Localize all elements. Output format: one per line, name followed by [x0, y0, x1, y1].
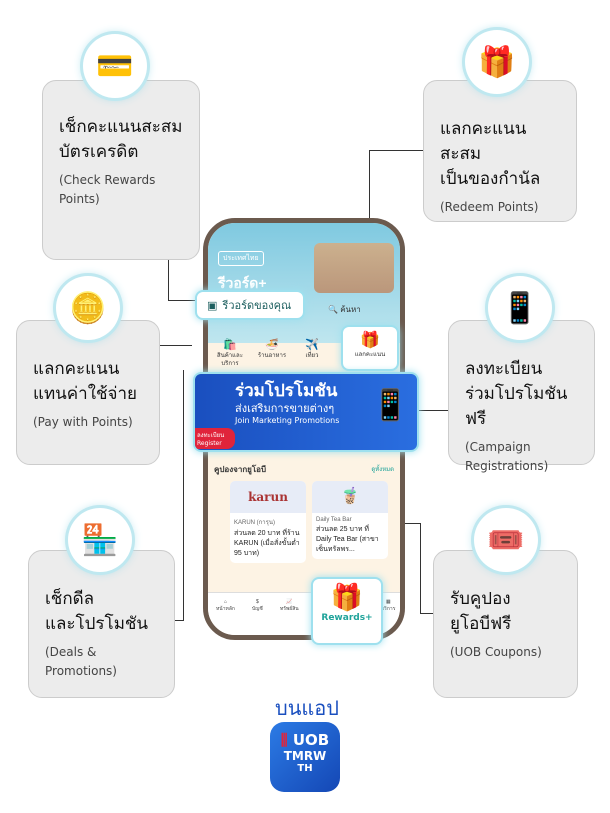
category-label: สินค้าและบริการ	[217, 353, 243, 367]
feature-title: และโปรโมชัน	[45, 614, 149, 634]
category-travel[interactable]: ✈️ เที่ยว	[292, 339, 332, 360]
app-title: รีวอร์ด+	[218, 275, 267, 291]
search-label: ค้นหา	[340, 305, 361, 314]
coupon-brand: KARUN (การุน)	[234, 520, 275, 526]
uob-tmrw-app-icon[interactable]: ⫼ UOB TMRW TH	[270, 722, 340, 792]
app-header: ประเทศไทย รีวอร์ด+	[208, 223, 400, 343]
feature-title: เช็กดีล	[45, 589, 95, 609]
nav-home[interactable]: ⌂หน้าหลัก	[216, 599, 235, 612]
logo-uob: UOB	[292, 731, 330, 749]
coupon-card[interactable]: 🧋 Daily Tea Bar ส่วนลด 25 บาท ที่ Daily …	[312, 481, 388, 559]
banner-subtitle: ส่งเสริมการขายต่างๆ	[235, 402, 335, 415]
feature-title: ยูโอบีฟรี	[450, 614, 512, 634]
redeem-category-button[interactable]: 🎁 แลกคะแนน	[341, 325, 399, 371]
feature-title: ร่วมโปรโมชันฟรี	[465, 384, 568, 429]
feature-check-rewards: เช็กคะแนนสะสม บัตรเครดิต (Check Rewards …	[42, 80, 200, 260]
category-food[interactable]: 🍜 ร้านอาหาร	[252, 339, 292, 360]
shopping-bag-icon: 🛍️	[223, 339, 237, 351]
coupon-logo: karun	[230, 481, 306, 513]
logo-th: TH	[297, 763, 313, 774]
feature-title: บัตรเครดิต	[59, 142, 139, 162]
nav-label: ทรัพย์สิน	[280, 606, 299, 612]
airplane-icon: ✈️	[305, 339, 319, 351]
nav-accounts[interactable]: $บัญชี	[252, 599, 263, 612]
connector-line	[168, 300, 198, 301]
logo-tmrw: TMRW	[283, 749, 327, 763]
coin-pay-icon: 🪙	[56, 276, 120, 340]
search-button[interactable]: 🔍 ค้นหา	[328, 305, 361, 314]
nav-label: บัญชี	[252, 606, 263, 612]
connector-line	[175, 620, 184, 621]
feature-subtitle: (Check Rewards Points)	[59, 173, 156, 206]
coupon-desc: ส่วนลด 20 บาท ที่ร้าน KARUN (เมื่อสั่งขั…	[234, 530, 300, 557]
register-button[interactable]: ลงทะเบียน Register	[195, 428, 235, 449]
banner-english: Join Marketing Promotions	[235, 416, 340, 425]
nav-wealth[interactable]: 📈ทรัพย์สิน	[280, 599, 299, 612]
category-label: ร้านอาหาร	[257, 353, 287, 359]
coupons-title: คูปองจากยูโอบี	[214, 465, 267, 474]
feature-subtitle: (Campaign Registrations)	[465, 440, 549, 473]
city-skyline-image	[314, 243, 394, 293]
connector-line	[390, 523, 420, 524]
credit-card-rewards-icon: 💳	[83, 34, 147, 98]
feature-title: เป็นของกำนัล	[440, 169, 541, 189]
connector-line	[183, 370, 184, 620]
feature-title: แทนค่าใช้จ่าย	[33, 384, 138, 404]
phone-illustration-icon: 📱	[371, 388, 409, 423]
nav-label: บริการ	[381, 606, 396, 612]
feature-title: แลกคะแนน	[33, 359, 120, 379]
connector-line	[168, 260, 169, 300]
connector-line	[369, 150, 423, 151]
feature-title: เช็กคะแนนสะสม	[59, 117, 183, 137]
category-label: เที่ยว	[305, 353, 319, 359]
rewards-plus-button[interactable]: 🎁Rewards+	[311, 577, 383, 645]
your-rewards-button[interactable]: ▣ รีวอร์ดของคุณ	[195, 290, 305, 320]
feature-subtitle: (Redeem Points)	[440, 200, 539, 214]
promo-banner[interactable]: ร่วมโปรโมชัน ส่งเสริมการขายต่างๆ Join Ma…	[193, 372, 419, 452]
country-selector[interactable]: ประเทศไทย	[218, 251, 264, 266]
nav-services[interactable]: ▦บริการ	[381, 599, 396, 612]
feature-title: แลกคะแนนสะสม	[440, 119, 527, 164]
coupon-desc: ส่วนลด 25 บาท ที่ Daily Tea Bar (สาขาเซ็…	[316, 526, 379, 553]
connector-line	[420, 613, 433, 614]
feature-pay-with-points: แลกคะแนน แทนค่าใช้จ่าย (Pay with Points)	[16, 320, 160, 465]
coupon-brand: Daily Tea Bar	[316, 517, 352, 523]
category-label: แลกคะแนน	[354, 351, 386, 358]
gift-box-icon: 🎁	[360, 330, 380, 349]
category-shopping[interactable]: 🛍️ สินค้าและบริการ	[210, 339, 250, 368]
feature-title: ลงทะเบียน	[465, 359, 543, 379]
connector-line	[160, 345, 192, 346]
food-bowl-icon: 🍜	[265, 339, 279, 351]
banner-title: ร่วมโปรโมชัน	[235, 381, 338, 401]
on-app-label: บนแอป	[275, 696, 339, 720]
feature-deals-promotions: เช็กดีล และโปรโมชัน (Deals & Promotions)	[28, 550, 175, 698]
feature-redeem-points: แลกคะแนนสะสม เป็นของกำนัล (Redeem Points…	[423, 80, 577, 222]
coupon-icon: 🎟️	[474, 508, 538, 572]
feature-uob-coupons: รับคูปอง ยูโอบีฟรี (UOB Coupons)	[433, 550, 578, 698]
phone-registration-icon: 📱	[488, 276, 552, 340]
nav-label: หน้าหลัก	[216, 606, 235, 612]
rewards-plus-label: Rewards+	[321, 613, 373, 623]
coupon-image: 🧋	[312, 481, 388, 513]
connector-line	[420, 523, 421, 613]
feature-subtitle: (Deals & Promotions)	[45, 645, 117, 678]
wallet-icon: ▣	[207, 298, 218, 312]
gift-icon: 🎁	[330, 583, 364, 613]
uob-logo-mark-icon: ⫼	[280, 731, 288, 749]
feature-subtitle: (UOB Coupons)	[450, 645, 542, 659]
coupon-card[interactable]: karun KARUN (การุน) ส่วนลด 20 บาท ที่ร้า…	[230, 481, 306, 563]
gift-redeem-icon: 🎁	[465, 30, 529, 94]
shop-deals-icon: 🏪	[68, 508, 132, 572]
feature-subtitle: (Pay with Points)	[33, 415, 133, 429]
feature-campaign-registrations: ลงทะเบียน ร่วมโปรโมชันฟรี (Campaign Regi…	[448, 320, 595, 473]
see-all-link[interactable]: ดูทั้งหมด	[371, 467, 394, 473]
phone-mockup: ประเทศไทย รีวอร์ด+ 🔍 ค้นหา 🛍️ สินค้าและบร…	[203, 218, 405, 640]
your-rewards-label: รีวอร์ดของคุณ	[222, 299, 292, 312]
connector-line	[412, 410, 448, 411]
feature-title: รับคูปอง	[450, 589, 511, 609]
